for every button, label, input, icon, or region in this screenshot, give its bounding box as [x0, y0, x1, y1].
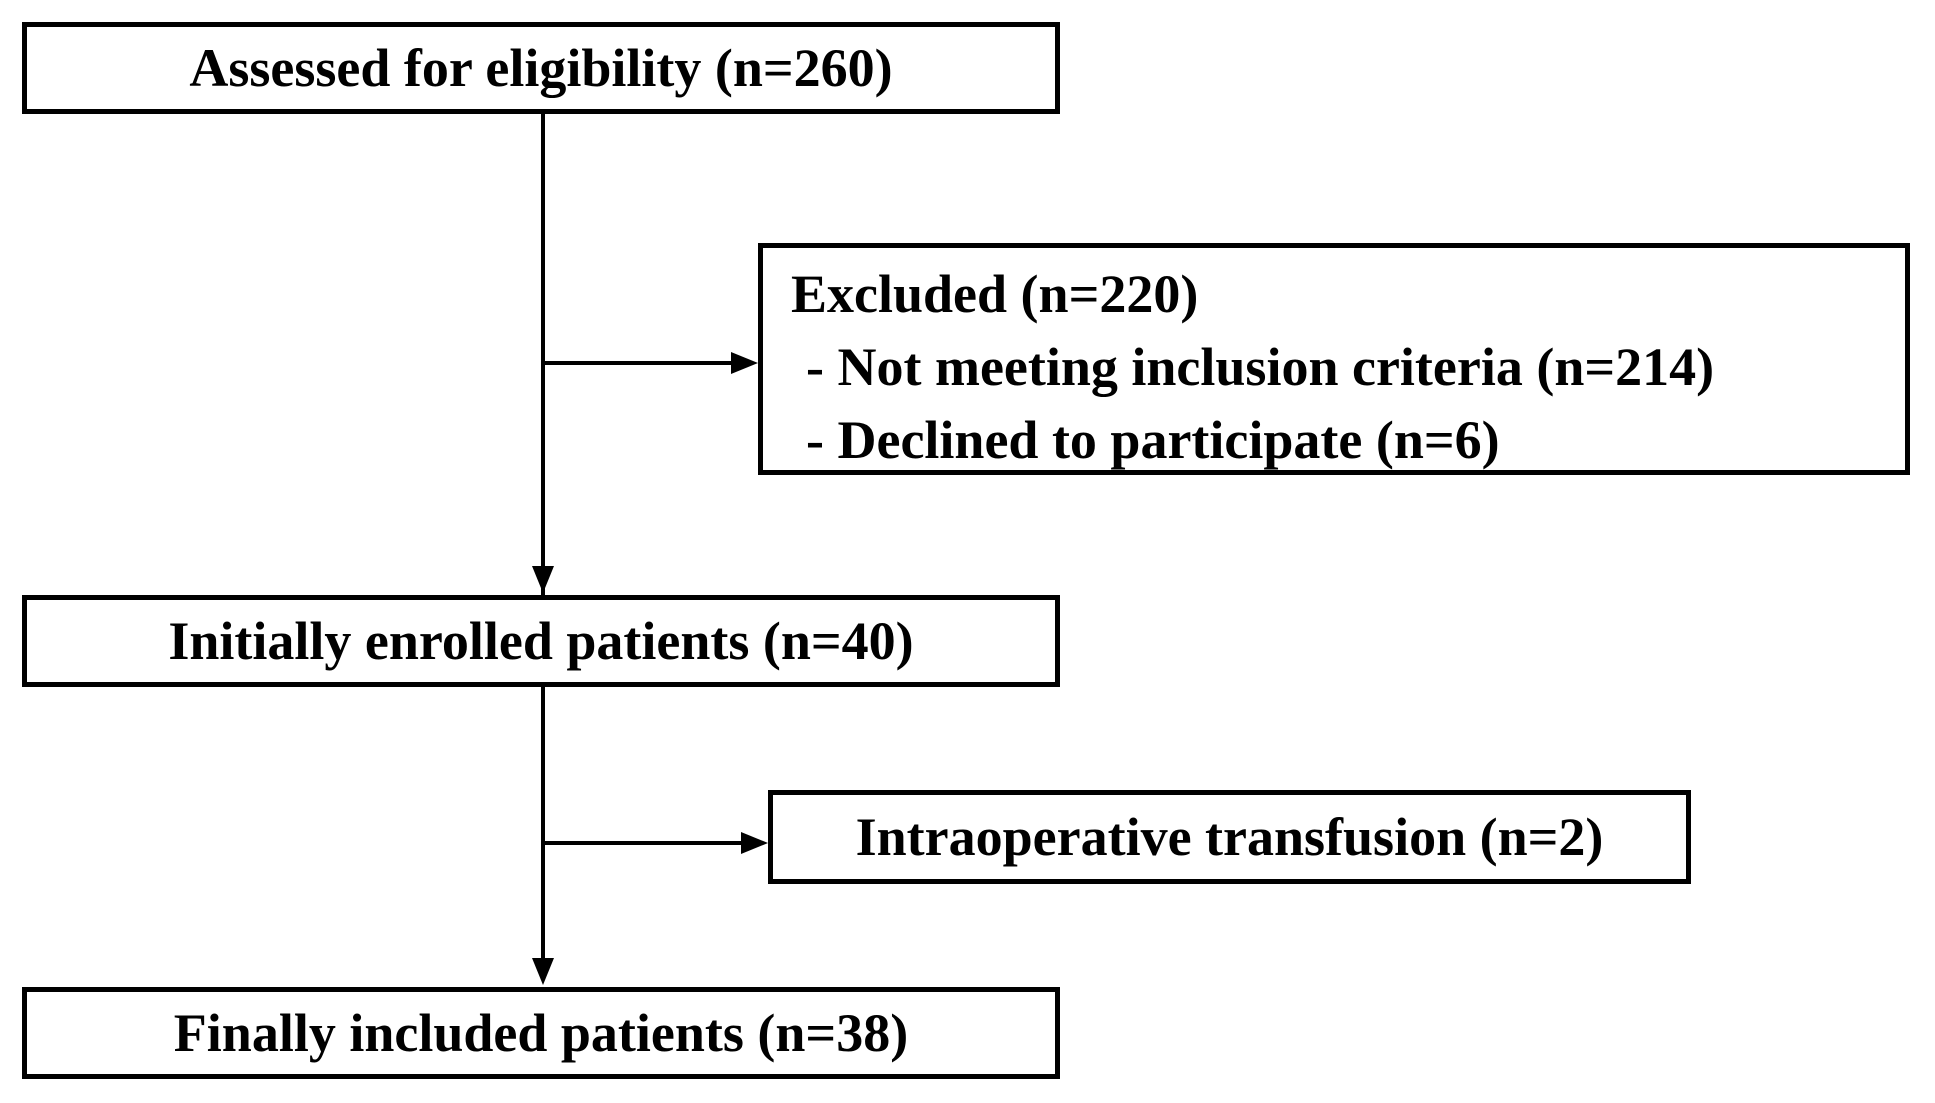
node-initially-enrolled: Initially enrolled patients (n=40): [22, 595, 1060, 687]
node-excluded-item-inclusion-criteria: - Not meeting inclusion criteria (n=214): [806, 337, 1715, 397]
node-assessed-for-eligibility: Assessed for eligibility (n=260): [22, 22, 1060, 114]
node-enrolled-label: Initially enrolled patients (n=40): [168, 610, 914, 671]
node-assessed-label: Assessed for eligibility (n=260): [189, 37, 893, 98]
node-excluded: Excluded (n=220) - Not meeting inclusion…: [758, 243, 1910, 475]
arrowhead-right-to-excluded: [731, 352, 758, 374]
arrowhead-down-to-enrolled: [532, 566, 554, 593]
arrowhead-down-to-final: [532, 958, 554, 985]
arrowhead-right-to-transfusion: [741, 832, 768, 854]
node-transfusion-label: Intraoperative transfusion (n=2): [855, 806, 1604, 867]
node-excluded-item-declined: - Declined to participate (n=6): [806, 410, 1500, 470]
node-finally-included: Finally included patients (n=38): [22, 987, 1060, 1079]
node-excluded-title: Excluded (n=220): [791, 264, 1199, 324]
node-final-label: Finally included patients (n=38): [173, 1002, 909, 1063]
node-intraoperative-transfusion: Intraoperative transfusion (n=2): [768, 790, 1691, 884]
